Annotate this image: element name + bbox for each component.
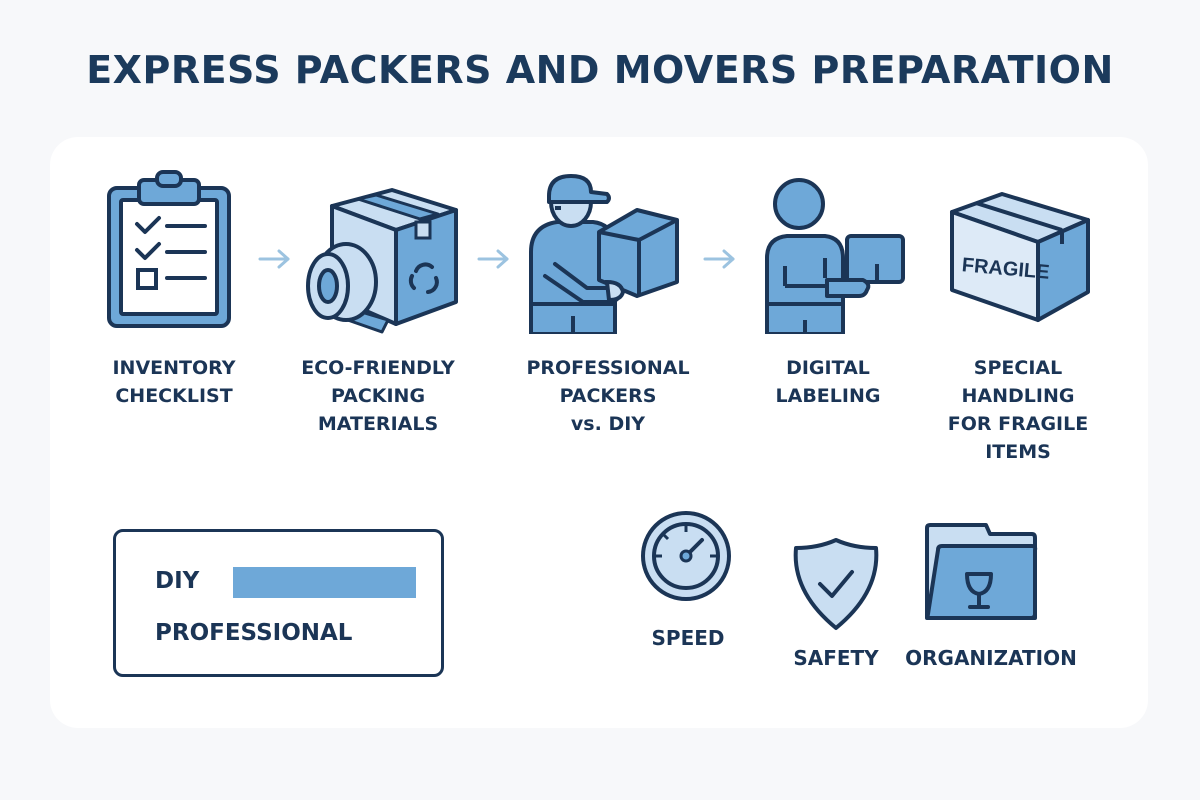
comparison-bar-diy: [233, 567, 416, 598]
comparison-label-professional: PROFESSIONAL: [155, 620, 353, 646]
step-label-eco-friendly: ECO-FRIENDLY PACKING MATERIALS: [301, 357, 455, 435]
clipboard-checklist-icon: [107, 170, 231, 328]
diy-vs-professional-comparison: DIY PROFESSIONAL: [113, 529, 444, 677]
mover-carrying-box-icon: [529, 174, 679, 334]
arrow-right-icon: [703, 249, 735, 269]
page-title: EXPRESS PACKERS AND MOVERS PREPARATION: [86, 48, 1114, 92]
folder-fragile-glass-icon: [925, 523, 1038, 620]
benefit-label-speed: SPEED: [651, 626, 725, 650]
arrow-right-icon: [477, 249, 509, 269]
arrow-right-icon: [258, 249, 290, 269]
step-label-digital-labeling: DIGITAL LABELING: [775, 357, 881, 407]
box-tape-recycle-icon: [306, 188, 458, 334]
shield-check-icon: [793, 538, 879, 630]
speedometer-icon: [641, 511, 731, 601]
step-label-professional-vs-diy: PROFESSIONAL PACKERS vs. DIY: [526, 357, 690, 435]
step-label-inventory: INVENTORY CHECKLIST: [112, 357, 236, 407]
fragile-box-icon: FRAGILE: [950, 192, 1090, 322]
person-with-tablet-icon: [765, 178, 905, 334]
step-label-fragile-handling: SPECIAL HANDLING FOR FRAGILE ITEMS: [947, 357, 1089, 463]
benefit-label-safety: SAFETY: [793, 646, 879, 670]
benefit-label-organization: ORGANIZATION: [905, 646, 1077, 670]
comparison-label-diy: DIY: [155, 568, 200, 594]
